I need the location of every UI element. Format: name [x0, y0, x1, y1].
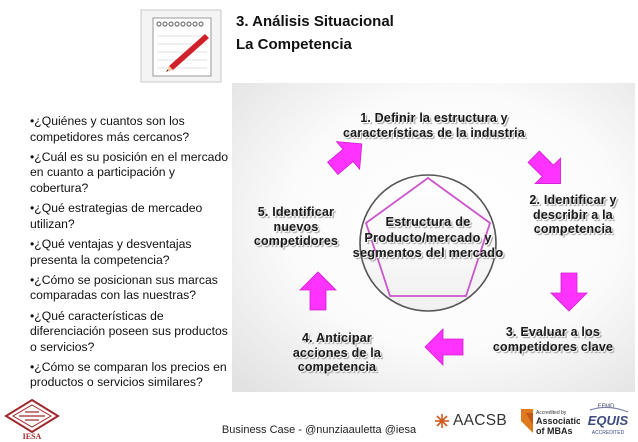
aacsb-text: AACSB — [453, 412, 508, 429]
question-item: •¿Qué ventajas y desventajas presenta la… — [30, 236, 192, 267]
arrow-step5-to-step1 — [327, 141, 363, 175]
arrow-step4-to-step5 — [299, 271, 337, 311]
step-5-label: 5. Identificar nuevos competidores — [253, 205, 339, 248]
step-1-label: 1. Definir la estructura y característic… — [343, 111, 525, 140]
slide-subtitle: La Competencia — [236, 36, 352, 53]
step-4-label: 4. Anticipar acciones de la competencia — [292, 331, 382, 374]
step-3-label: 3. Evaluar a los competidores clave — [492, 325, 614, 354]
footer-text: Business Case - @nunziaauletta @iesa — [221, 424, 417, 436]
slide-title: 3. Análisis Situacional — [236, 13, 394, 30]
step-2-label: 2. Identificar y describir a la competen… — [529, 193, 617, 236]
aacsb-mark-icon — [435, 414, 449, 428]
arrow-step2-to-step3 — [550, 272, 588, 312]
iesa-logo: IESA — [4, 398, 60, 440]
question-item: •¿Qué estrategias de mercadeo utilizan? — [30, 201, 203, 231]
center-circle — [359, 174, 497, 312]
question-item: •¿Cuál es su posición en el mercado en c… — [30, 149, 229, 195]
amba-logo: Accredited by Association of MBAs — [521, 409, 580, 436]
center-pentagon — [364, 176, 492, 297]
aacsb-logo: AACSB — [434, 409, 507, 433]
amba-line3: of MBAs — [536, 426, 573, 436]
question-item: •¿Cómo se posicionan sus marcas comparad… — [30, 272, 218, 303]
competition-cycle-diagram: 1. Definir la estructura y característic… — [232, 83, 635, 392]
amba-line2: Association — [536, 416, 580, 426]
arrow-step1-to-step2 — [527, 150, 561, 184]
notebook-illustration — [140, 9, 222, 83]
arrow-step3-to-step4 — [424, 328, 464, 366]
question-item: •¿Cómo se comparan los precios en produc… — [30, 359, 227, 390]
equis-bottom: ACCREDITED — [592, 430, 625, 436]
iesa-logo-text: IESA — [23, 432, 42, 440]
question-item: •¿Qué características de diferenciación … — [30, 308, 228, 354]
diagram-canvas — [232, 83, 635, 392]
amba-line1: Accredited by — [536, 410, 567, 416]
equis-logo: EFMD EQUIS ACCREDITED — [588, 404, 629, 436]
center-label: Estructura de Producto/mercado y segment… — [352, 214, 504, 260]
equis-text: EQUIS — [588, 413, 629, 428]
question-list: •¿Quiénes y cuantos son los competidores… — [30, 114, 230, 396]
question-item: •¿Quiénes y cuantos son los competidores… — [30, 114, 190, 144]
